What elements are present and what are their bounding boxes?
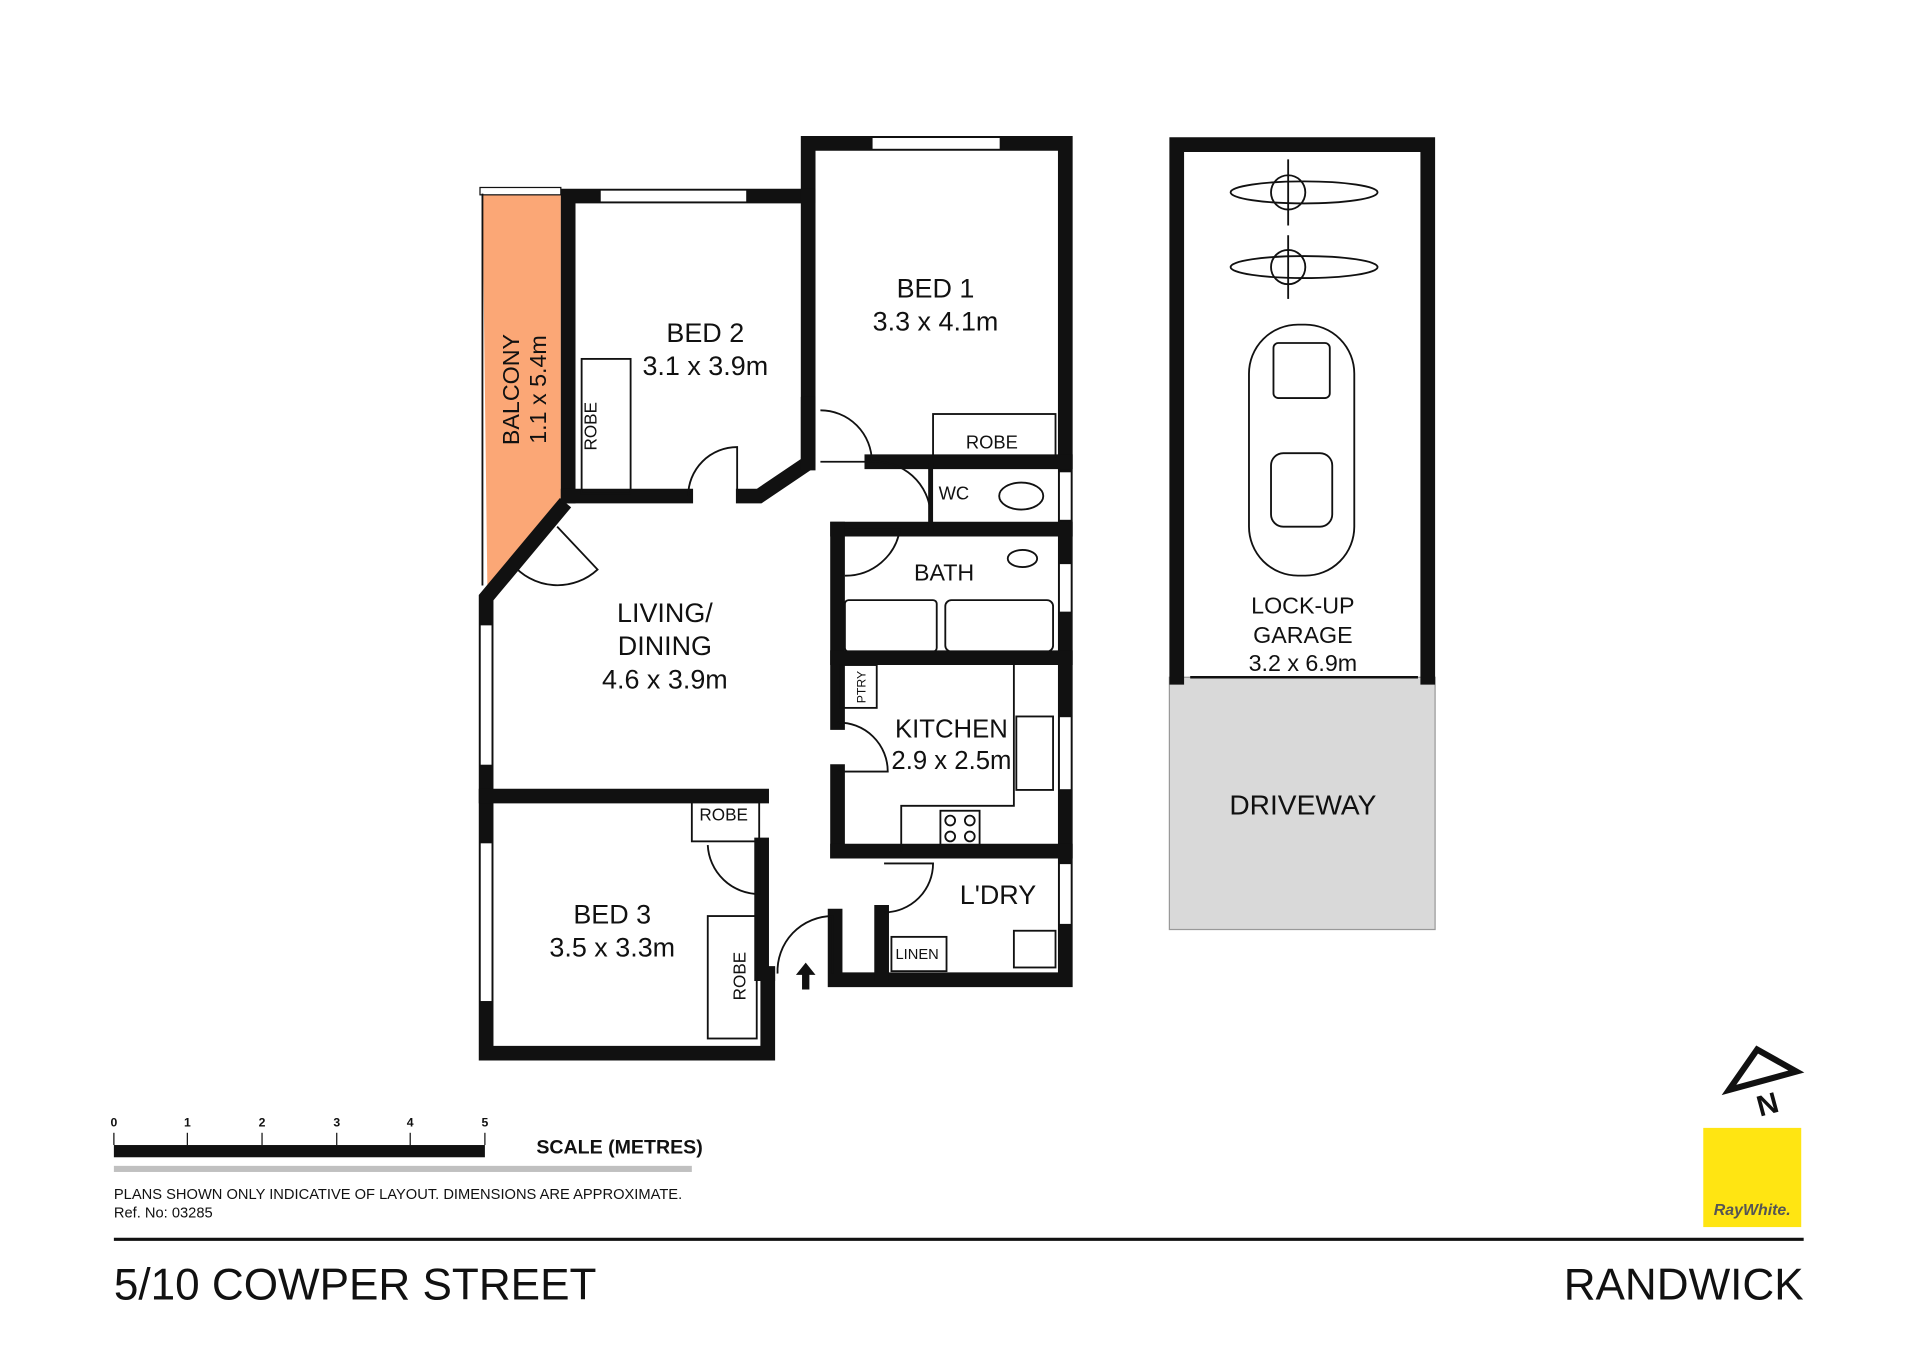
raywhite-logo: RayWhite. [1703,1127,1802,1228]
scale-bar: 0 1 2 3 4 5 SCALE (METRES) [110,1116,703,1172]
disclaimer: PLANS SHOWN ONLY INDICATIVE OF LAYOUT. D… [114,1187,682,1203]
scale-label: SCALE (METRES) [536,1137,702,1159]
scale-tick: 4 [407,1116,414,1130]
suburb: RANDWICK [1564,1260,1804,1309]
scale-tick: 2 [259,1116,266,1130]
doors [511,409,934,974]
ptry-label: PTRY [855,671,869,703]
bed3-dims: 3.5 x 3.3m [549,932,675,962]
room-labels: BALCONY 1.1 x 5.4m BED 2 3.1 x 3.9m BED … [498,274,1376,1001]
kitchen-label: KITCHEN [895,715,1008,743]
garage-label-1: LOCK-UP [1251,593,1354,619]
living-label-1: LIVING/ [617,598,713,628]
bath-label: BATH [914,560,974,586]
robe-bed3-top-label: ROBE [699,805,748,825]
robe-bed3-side-label: ROBE [730,952,750,1001]
scale-tick: 0 [110,1116,117,1130]
windows [479,136,1073,1003]
scale-tick: 3 [333,1116,340,1130]
motorbike-icon [1229,159,1379,226]
car-icon [1248,323,1356,577]
driveway-label: DRIVEWAY [1229,789,1376,820]
wc-label: WC [939,483,970,504]
balcony [479,186,562,586]
address: 5/10 COWPER STREET [114,1260,597,1309]
laundry-label: L'DRY [960,880,1037,910]
driveway [1168,676,1436,931]
scale-tick: 1 [184,1116,191,1130]
scale-tick: 5 [481,1116,488,1130]
robe-bed1-label: ROBE [966,431,1018,452]
bed1-dims: 3.3 x 4.1m [873,307,999,337]
fixtures [580,357,1057,1040]
bed2-dims: 3.1 x 3.9m [642,351,768,381]
motorbike-icon [1229,235,1379,299]
compass-label: N [1753,1086,1782,1123]
robe-bed2-label: ROBE [580,402,600,451]
entry-arrow-icon [795,962,816,990]
balcony-dims: 1.1 x 5.4m [525,335,551,444]
north-compass-icon: N [1721,1045,1805,1124]
ref-number: Ref. No: 03285 [114,1205,213,1221]
kitchen-dims: 2.9 x 2.5m [891,747,1011,775]
garage-label-2: GARAGE [1253,622,1352,648]
living-label-2: DINING [618,631,712,661]
living-dims: 4.6 x 3.9m [602,664,728,694]
linen-label: LINEN [896,947,939,963]
bed3-label: BED 3 [573,899,651,929]
garage [1169,137,1436,685]
logo-text: RayWhite. [1714,1202,1791,1219]
bed2-label: BED 2 [666,318,744,348]
balcony-label: BALCONY [498,334,524,445]
bed1-label: BED 1 [897,274,975,304]
garage-dims: 3.2 x 6.9m [1249,650,1358,676]
